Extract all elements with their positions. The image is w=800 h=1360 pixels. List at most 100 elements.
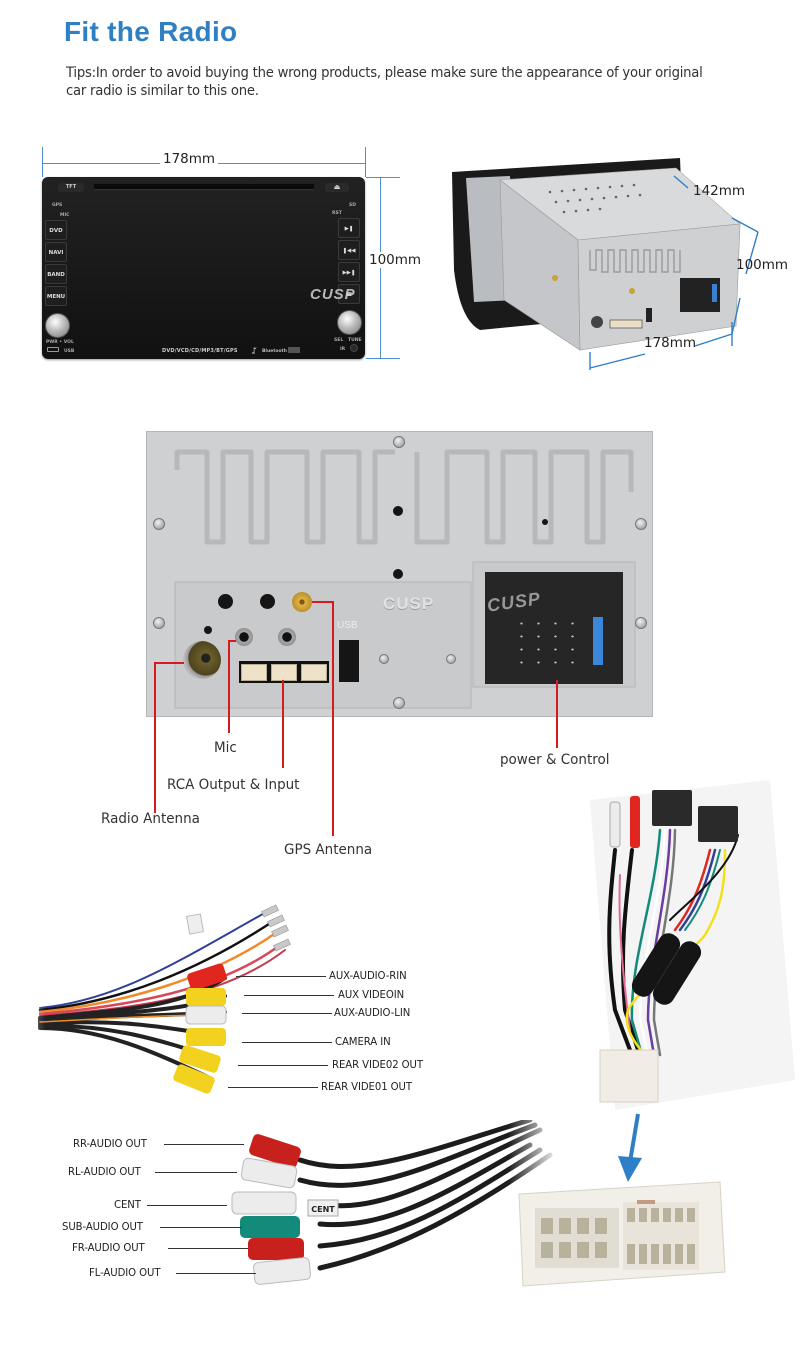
plug-white (185, 1005, 227, 1025)
ir-label: IR (340, 347, 346, 352)
aux-videoin-label: AUX VIDEOIN (338, 988, 405, 1001)
cent-tag (307, 1199, 339, 1217)
front-view-section: 178mm 100mm (0, 140, 430, 370)
rear-video2-label: REAR VIDE02 OUT (332, 1058, 423, 1071)
plug-cent-white (231, 1191, 297, 1215)
radio-back-isometric (452, 158, 759, 370)
aux-videoin-line (244, 995, 334, 996)
rca-label: RCA Output & Input (167, 777, 300, 793)
screw-bottom (393, 697, 405, 709)
back-depth-label: 142mm (693, 183, 746, 199)
rear-video1-label: REAR VIDE01 OUT (321, 1080, 412, 1093)
antenna-port (591, 316, 603, 328)
sub-audio-label: SUB-AUDIO OUT (62, 1220, 143, 1233)
next-track-icon: ▶▶❚ (338, 262, 360, 282)
rr-audio-label: RR-AUDIO OUT (73, 1137, 147, 1150)
iso-plug-2 (698, 806, 738, 842)
navi-button: NAVI (45, 242, 67, 262)
eject-icon: ⏏ (325, 183, 349, 192)
rca-output-cable-image: CENT (231, 1120, 560, 1285)
heatsink-pattern (589, 249, 681, 273)
fuse (712, 284, 717, 302)
previous-track-icon: ❚◀◀ (338, 240, 360, 260)
mic-callout-v (228, 640, 230, 733)
harness-connector-closeup (518, 1181, 726, 1287)
panel-hole-2 (393, 569, 403, 579)
tft-button: TFT (58, 183, 84, 192)
rl-audio-line (155, 1172, 237, 1173)
dvd-button: DVD (45, 220, 67, 240)
fl-audio-label: FL-AUDIO OUT (89, 1266, 161, 1279)
screw-right-lower (635, 617, 647, 629)
aux-audio-lin-line (242, 1013, 332, 1014)
phone-icon: ☎ (338, 284, 360, 304)
usb-port-icon (47, 347, 59, 352)
aux-jack (278, 628, 296, 646)
rca-input-cable-image (0, 904, 291, 1094)
dimension-lines (589, 175, 759, 370)
rca-connector-3 (301, 664, 327, 681)
iso-plug-1 (652, 790, 692, 826)
volume-knob (45, 313, 70, 338)
filter-2 (652, 941, 702, 1005)
vent-dots (548, 183, 642, 214)
camera-in-line (242, 1042, 332, 1043)
model-text: DVD/VCD/CD/MP3/BT/GPS (162, 348, 238, 354)
gps-callout-v (332, 601, 334, 836)
radio-antenna-callout-v (154, 662, 156, 813)
rca-plugs (173, 963, 227, 1094)
fr-audio-line (168, 1248, 248, 1249)
aux-audio-rin-label: AUX-AUDIO-RIN (329, 969, 407, 982)
play-pause-icon: ▶❚ (338, 218, 360, 238)
screw-right-upper (635, 518, 647, 530)
radio-antenna-callout-h (154, 662, 184, 664)
rca-white (609, 801, 621, 848)
bluetooth-label: Bluetooth (262, 349, 287, 354)
connector-pins (513, 617, 583, 672)
cable-tag (185, 913, 205, 935)
cent-line (147, 1205, 227, 1206)
plug-fl-white (252, 1257, 312, 1285)
power-harness-image (590, 780, 795, 1110)
tune-label: TUNE (348, 338, 362, 343)
wire-terminals (261, 904, 291, 952)
width-dimension-tick-left (42, 147, 43, 177)
fuse (593, 617, 603, 665)
side-hole (552, 275, 558, 281)
front-watermark: CUSP (310, 286, 356, 303)
plug-yellow-2 (186, 1028, 226, 1046)
height-dimension-tick-top (366, 177, 400, 178)
front-height-label: 100mm (366, 252, 425, 268)
power-control-label: power & Control (500, 752, 610, 768)
power-callout-v (556, 680, 558, 748)
plug-yellow-3 (179, 1045, 221, 1073)
menu-button: MENU (45, 286, 67, 306)
plug-sub-green (240, 1216, 300, 1238)
rr-audio-line (164, 1144, 244, 1145)
arrow-down-icon (618, 1113, 642, 1182)
rca-red (630, 796, 640, 848)
rst-label: RST (332, 211, 342, 216)
screw-mid-right (446, 654, 456, 664)
badge-icon (288, 347, 300, 353)
small-hole (204, 626, 212, 634)
gps-antenna-label: GPS Antenna (284, 842, 373, 858)
rca-connector-1 (241, 664, 267, 681)
usb-port (646, 308, 652, 322)
radio-antenna-label: Radio Antenna (101, 811, 200, 827)
back-width-label: 178mm (644, 335, 697, 351)
mic-label: MIC (60, 213, 70, 218)
mic-jack (235, 628, 253, 646)
band-button: BAND (45, 264, 67, 284)
sub-audio-line (160, 1227, 242, 1228)
gps-antenna-port (292, 592, 312, 612)
gps-port (629, 288, 635, 294)
jack-hole-1 (218, 594, 233, 609)
gps-label: GPS (52, 203, 63, 208)
filter-1 (631, 933, 681, 997)
rear-video1-line (228, 1087, 318, 1088)
sel-label: SEL (334, 338, 344, 343)
width-dimension-tick-right (365, 147, 366, 177)
plug-red (187, 963, 227, 991)
camera-in-label: CAMERA IN (335, 1035, 391, 1048)
